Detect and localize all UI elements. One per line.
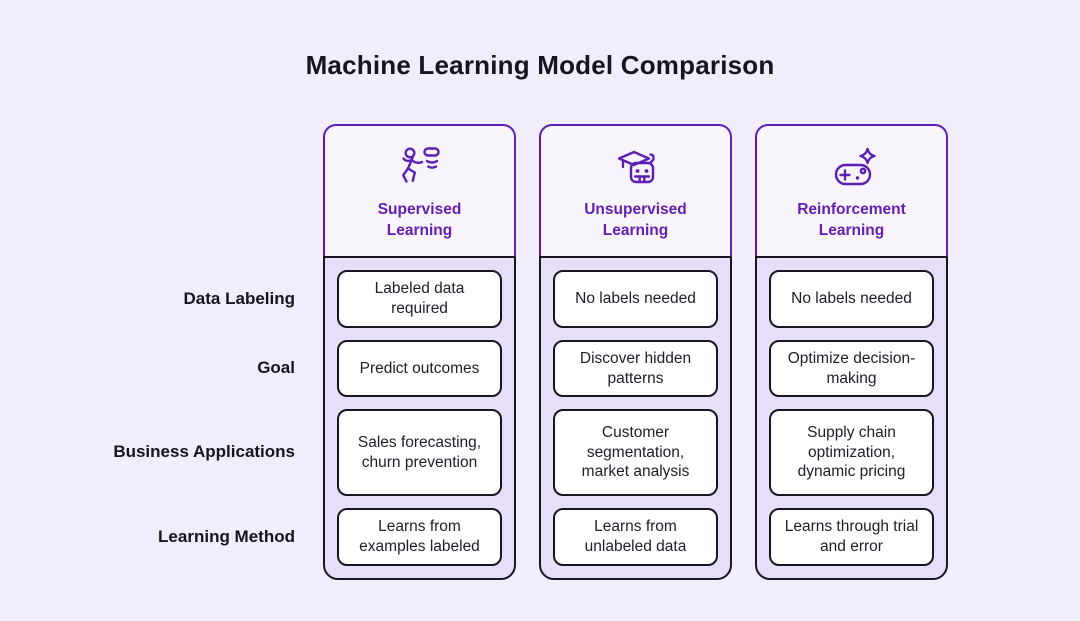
robot-graduate-icon [610, 141, 662, 193]
cell-supervised-goal: Predict outcomes [337, 340, 502, 397]
column-body: Labeled data required Predict outcomes S… [323, 256, 516, 580]
column-title: Reinforcement Learning [797, 201, 906, 239]
column-unsupervised-learning: Unsupervised Learning No labels needed D… [539, 124, 732, 580]
column-header: Supervised Learning [323, 124, 516, 256]
game-controller-sparkle-icon [826, 141, 878, 193]
row-label-business-applications: Business Applications [0, 409, 295, 496]
cell-unsupervised-business-applications: Customer segmentation, market analysis [553, 409, 718, 496]
cell-unsupervised-learning-method: Learns from unlabeled data [553, 508, 718, 566]
column-supervised-learning: Supervised Learning Labeled data require… [323, 124, 516, 580]
cell-reinforcement-learning-method: Learns through trial and error [769, 508, 934, 566]
page-title: Machine Learning Model Comparison [305, 50, 775, 80]
cell-unsupervised-data-labeling: No labels needed [553, 270, 718, 328]
cell-unsupervised-goal: Discover hidden patterns [553, 340, 718, 397]
discus-thrower-icon [394, 141, 446, 193]
row-label-text: Learning Method [158, 526, 295, 546]
row-label-text: Goal [257, 358, 295, 378]
row-label-learning-method: Learning Method [0, 508, 295, 566]
cell-supervised-learning-method: Learns from examples labeled [337, 508, 502, 566]
cell-supervised-data-labeling: Labeled data required [337, 270, 502, 328]
row-labels: Data Labeling Goal Business Applications… [0, 270, 295, 566]
column-body: No labels needed Discover hidden pattern… [539, 256, 732, 580]
column-title: Supervised Learning [377, 201, 462, 239]
column-header: Reinforcement Learning [755, 124, 948, 256]
column-title: Unsupervised Learning [584, 201, 687, 239]
column-body: No labels needed Optimize decision-makin… [755, 256, 948, 580]
row-label-text: Business Applications [113, 442, 295, 462]
column-header: Unsupervised Learning [539, 124, 732, 256]
cell-supervised-business-applications: Sales forecasting, churn prevention [337, 409, 502, 496]
column-reinforcement-learning: Reinforcement Learning No labels needed … [755, 124, 948, 580]
row-label-goal: Goal [0, 340, 295, 397]
row-label-data-labeling: Data Labeling [0, 270, 295, 328]
cell-reinforcement-data-labeling: No labels needed [769, 270, 934, 328]
cell-reinforcement-goal: Optimize decision-making [769, 340, 934, 397]
row-label-text: Data Labeling [183, 288, 295, 308]
cell-reinforcement-business-applications: Supply chain optimization, dynamic prici… [769, 409, 934, 496]
